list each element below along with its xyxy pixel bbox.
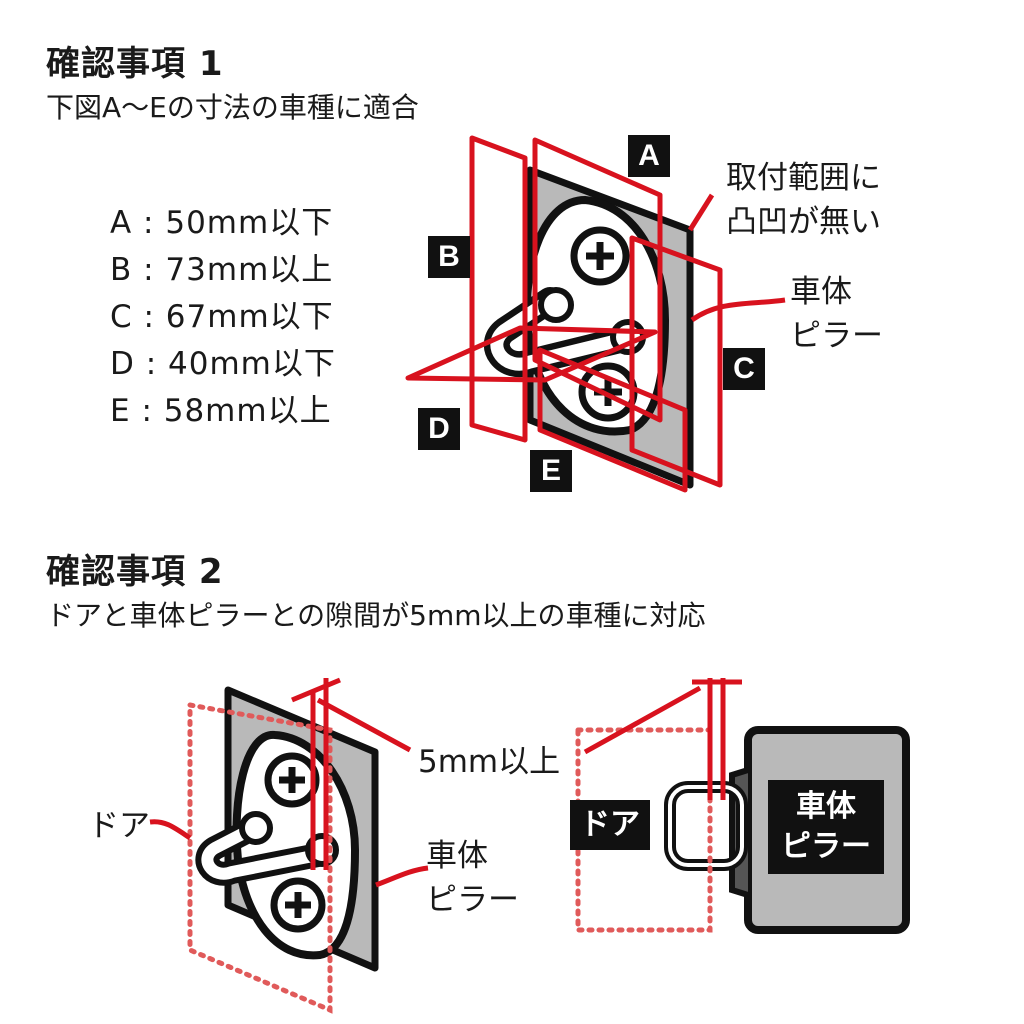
section2-title: 確認事項 2 (46, 552, 224, 592)
screw-top-2-icon (264, 752, 320, 808)
pillar-label-2a: 車体 (426, 838, 488, 874)
section1-subtitle: 下図A〜Eの寸法の車種に適合 (46, 91, 419, 124)
gap-label: 5mm以上 (418, 744, 561, 780)
spec-b: B : 73mm以上 (110, 252, 334, 288)
spec-d: D : 40mm以下 (110, 346, 336, 382)
plane-a (532, 137, 663, 423)
label-a: A (628, 135, 670, 177)
pillar-label-2b: ピラー (426, 882, 519, 918)
plane-d (405, 325, 658, 383)
label-e: E (530, 450, 572, 492)
door-outline-right (575, 727, 713, 933)
section2-subtitle: ドアと車体ピラーとの隙間が5mm以上の車種に対応 (46, 599, 706, 632)
note-line1: 取付範囲に (726, 160, 881, 196)
label-c: C (723, 348, 765, 390)
plane-c (629, 235, 723, 488)
screw-bottom-2-icon (270, 877, 326, 933)
spec-a: A : 50mm以下 (110, 205, 334, 241)
label-b: B (428, 236, 470, 278)
door-box: ドア (570, 800, 650, 850)
label-d: D (418, 408, 460, 450)
door-label: ドア (88, 808, 150, 844)
plane-b (469, 135, 528, 443)
door-outline-left (187, 702, 333, 1014)
screw-top-icon (570, 226, 630, 286)
spec-e: E : 58mm以上 (110, 393, 332, 429)
spec-c: C : 67mm以下 (110, 299, 334, 335)
section1-title: 確認事項 1 (46, 44, 224, 84)
pillar-box: 車体 ピラー (768, 780, 884, 874)
note-line2: 凸凹が無い (726, 204, 881, 240)
pillar-label-1a: 車体 (790, 274, 852, 310)
plane-e (537, 347, 688, 493)
pillar-label-1b: ピラー (790, 318, 883, 354)
